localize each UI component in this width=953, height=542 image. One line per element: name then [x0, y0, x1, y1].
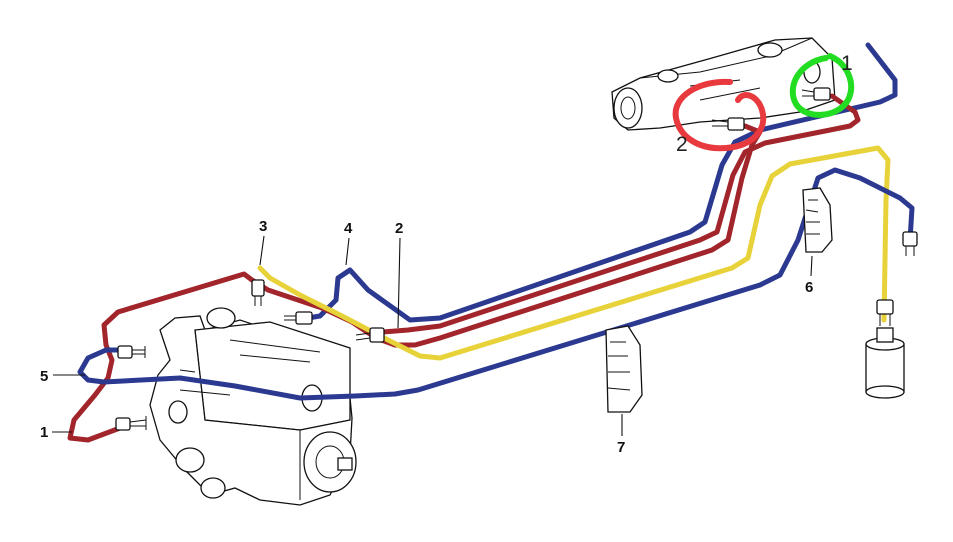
fitting-master-2	[711, 117, 745, 131]
svg-text:7: 7	[617, 439, 625, 456]
clip-7	[605, 325, 643, 413]
svg-text:3: 3	[259, 218, 267, 235]
callout-5: 5	[40, 368, 85, 385]
fittings	[115, 87, 918, 431]
callout-4: 4	[344, 220, 353, 266]
fitting-top-3	[251, 279, 265, 306]
svg-text:4: 4	[344, 220, 353, 237]
callout-6: 6	[805, 255, 813, 296]
svg-text:6: 6	[805, 279, 813, 296]
brake-line-red-1	[380, 93, 861, 335]
brake-lines	[67, 42, 915, 443]
fitting-2	[355, 327, 385, 343]
brake-line-red-2	[67, 123, 763, 443]
brake-line-blue-upper	[305, 42, 898, 323]
clip-6	[802, 187, 833, 253]
handwritten-label-2: 2	[676, 133, 688, 156]
annotation-green-circle	[789, 53, 855, 118]
callout-3: 3	[259, 218, 267, 266]
brake-hose-canister	[865, 327, 905, 399]
brake-line-yellow	[257, 145, 891, 361]
svg-text:2: 2	[395, 220, 403, 237]
fitting-master-1	[801, 87, 831, 101]
svg-text:5: 5	[40, 368, 48, 385]
callout-2: 2	[395, 220, 403, 329]
annotation-red-circle	[672, 78, 767, 152]
fitting-right-blue	[902, 231, 918, 256]
svg-text:1: 1	[40, 424, 48, 441]
fitting-left-lower	[115, 416, 147, 431]
fitting-4	[284, 311, 313, 325]
fitting-left-upper	[117, 345, 146, 359]
fitting-right-yellow	[876, 299, 894, 326]
handwritten-label-1: 1	[841, 52, 853, 75]
callout-1: 1	[40, 424, 72, 441]
hydraulic-unit	[149, 307, 357, 506]
callout-7: 7	[617, 414, 625, 456]
